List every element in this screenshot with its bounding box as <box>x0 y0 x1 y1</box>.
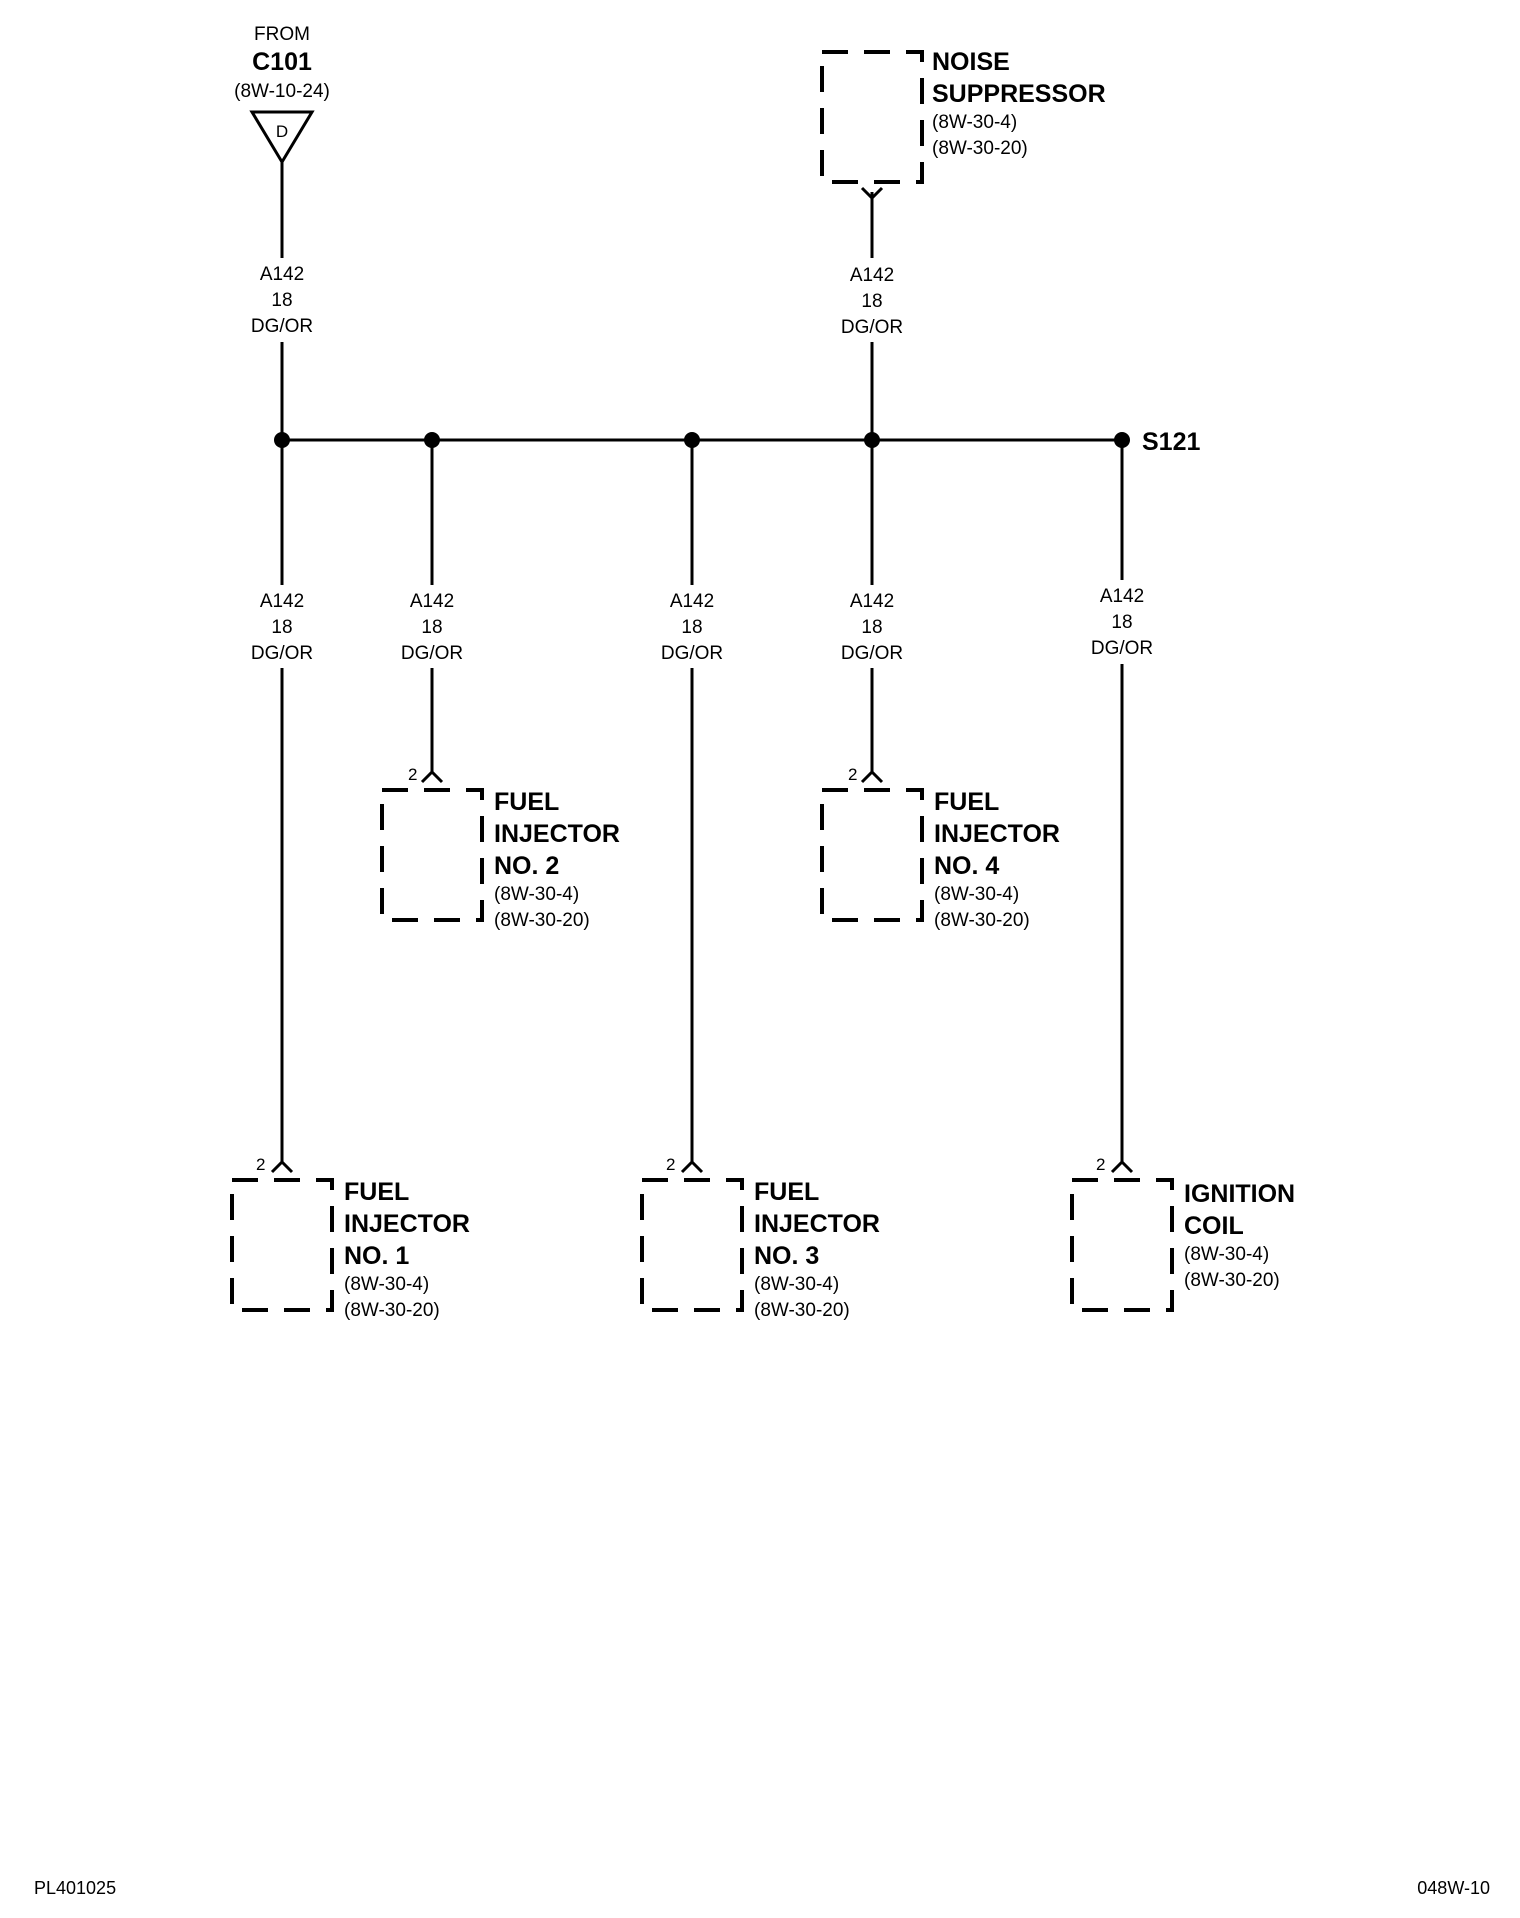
wire-color: DG/OR <box>401 643 463 664</box>
footer: PL401025 048W-10 <box>34 1878 1490 1898</box>
component-box <box>820 50 924 184</box>
fuel-injector-3: 2 FUEL INJECTOR NO. 3 (8W-30-4) (8W-30-2… <box>640 1155 880 1321</box>
component-name: IGNITION <box>1184 1180 1295 1208</box>
component-ref: (8W-30-4) <box>494 884 579 905</box>
wire-gauge: 18 <box>681 617 702 638</box>
component-name: FUEL <box>344 1178 409 1206</box>
component-name: NO. 3 <box>754 1242 819 1270</box>
component-name: COIL <box>1184 1212 1244 1240</box>
component-box <box>640 1178 744 1312</box>
component-name: INJECTOR <box>344 1210 470 1238</box>
pin-number: 2 <box>1096 1155 1105 1174</box>
pin-number: 2 <box>256 1155 265 1174</box>
female-terminal-icon <box>860 186 884 201</box>
wires <box>280 162 1124 1162</box>
male-terminal-icon <box>680 1159 704 1174</box>
component-name: INJECTOR <box>494 820 620 848</box>
wire-labels: A142 18 DG/OR A142 18 DG/OR A142 18 DG/O… <box>251 264 1153 664</box>
wire-gauge: 18 <box>271 290 292 311</box>
wire-circuit: A142 <box>1100 586 1144 607</box>
component-ref: (8W-30-20) <box>1184 1270 1280 1291</box>
component-box <box>230 1178 334 1312</box>
connector-ref: (8W-10-24) <box>234 81 330 102</box>
splice-dot <box>684 432 700 448</box>
component-ref: (8W-30-20) <box>344 1300 440 1321</box>
wire-circuit: A142 <box>670 591 714 612</box>
noise-suppressor: NOISE SUPPRESSOR (8W-30-4) (8W-30-20) <box>820 48 1106 201</box>
splice-dot <box>864 432 880 448</box>
wire-color: DG/OR <box>251 316 313 337</box>
component-ref: (8W-30-4) <box>932 112 1017 133</box>
component-name: FUEL <box>934 788 999 816</box>
fuel-injector-1: 2 FUEL INJECTOR NO. 1 (8W-30-4) (8W-30-2… <box>230 1155 470 1321</box>
component-name: FUEL <box>494 788 559 816</box>
pin-number: 2 <box>848 765 857 784</box>
fuel-injector-4: 2 FUEL INJECTOR NO. 4 (8W-30-4) (8W-30-2… <box>820 765 1060 931</box>
wire-gauge: 18 <box>271 617 292 638</box>
component-name: FUEL <box>754 1178 819 1206</box>
wire-color: DG/OR <box>661 643 723 664</box>
splice-points: S121 <box>274 428 1200 456</box>
wire-circuit: A142 <box>260 591 304 612</box>
component-ref: (8W-30-20) <box>934 910 1030 931</box>
wire-circuit: A142 <box>410 591 454 612</box>
wire-circuit: A142 <box>260 264 304 285</box>
from-label: FROM <box>254 24 310 45</box>
component-ref: (8W-30-20) <box>932 138 1028 159</box>
wire-gauge: 18 <box>1111 612 1132 633</box>
footer-left-code: PL401025 <box>34 1878 116 1898</box>
component-ref: (8W-30-20) <box>494 910 590 931</box>
component-ref: (8W-30-4) <box>344 1274 429 1295</box>
pin-number: 2 <box>408 765 417 784</box>
component-ref: (8W-30-4) <box>934 884 1019 905</box>
component-name: INJECTOR <box>754 1210 880 1238</box>
male-terminal-icon <box>270 1159 294 1174</box>
wire-circuit: A142 <box>850 591 894 612</box>
ignition-coil: 2 IGNITION COIL (8W-30-4) (8W-30-20) <box>1070 1155 1295 1312</box>
component-ref: (8W-30-20) <box>754 1300 850 1321</box>
component-box <box>1070 1178 1174 1312</box>
fuel-injector-2: 2 FUEL INJECTOR NO. 2 (8W-30-4) (8W-30-2… <box>380 765 620 931</box>
source-connector-c101: FROM C101 (8W-10-24) D <box>234 24 330 165</box>
wire-gauge: 18 <box>861 291 882 312</box>
component-ref: (8W-30-4) <box>754 1274 839 1295</box>
wire-color: DG/OR <box>251 643 313 664</box>
male-terminal-icon <box>420 769 444 784</box>
male-terminal-icon <box>1110 1159 1134 1174</box>
component-name: NO. 1 <box>344 1242 409 1270</box>
connector-name: C101 <box>252 48 312 76</box>
component-name: SUPPRESSOR <box>932 80 1106 108</box>
splice-dot <box>1114 432 1130 448</box>
connector-triangle-icon <box>249 110 315 165</box>
pin-number: 2 <box>666 1155 675 1174</box>
component-ref: (8W-30-4) <box>1184 1244 1269 1265</box>
footer-right-code: 048W-10 <box>1417 1878 1490 1898</box>
wire-color: DG/OR <box>1091 638 1153 659</box>
splice-dot <box>424 432 440 448</box>
wire-color: DG/OR <box>841 317 903 338</box>
wire-color: DG/OR <box>841 643 903 664</box>
wire-gauge: 18 <box>861 617 882 638</box>
male-terminal-icon <box>860 769 884 784</box>
component-box <box>380 788 484 922</box>
connector-pin: D <box>276 122 288 141</box>
component-name: NO. 2 <box>494 852 559 880</box>
wire-gauge: 18 <box>421 617 442 638</box>
component-name: NO. 4 <box>934 852 999 880</box>
splice-name: S121 <box>1142 428 1200 456</box>
splice-dot <box>274 432 290 448</box>
component-box <box>820 788 924 922</box>
component-name: NOISE <box>932 48 1010 76</box>
wire-circuit: A142 <box>850 265 894 286</box>
component-name: INJECTOR <box>934 820 1060 848</box>
